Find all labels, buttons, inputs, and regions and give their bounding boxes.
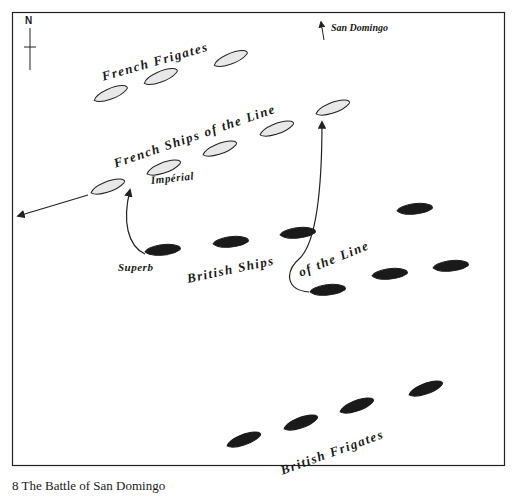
compass	[24, 28, 36, 70]
compass-letter: N	[25, 16, 32, 26]
place-label: San Domingo	[331, 23, 388, 33]
ship-name: Impérial	[150, 170, 194, 185]
group-label: British Ships	[186, 253, 276, 284]
british-frigates	[225, 378, 444, 451]
map-frame	[13, 13, 505, 466]
group-label: French Ships of the Line	[112, 101, 277, 169]
movement-arrow	[126, 190, 145, 254]
group-label: British Frigates	[279, 427, 386, 476]
group-label: of the Line	[297, 238, 371, 278]
british-line	[145, 202, 469, 297]
figure-caption: 8 The Battle of San Domingo	[12, 478, 165, 494]
french-line	[89, 97, 351, 198]
ship-name: Superb	[118, 262, 153, 273]
movement-arrow	[18, 195, 88, 216]
direction-arrow	[321, 22, 324, 40]
